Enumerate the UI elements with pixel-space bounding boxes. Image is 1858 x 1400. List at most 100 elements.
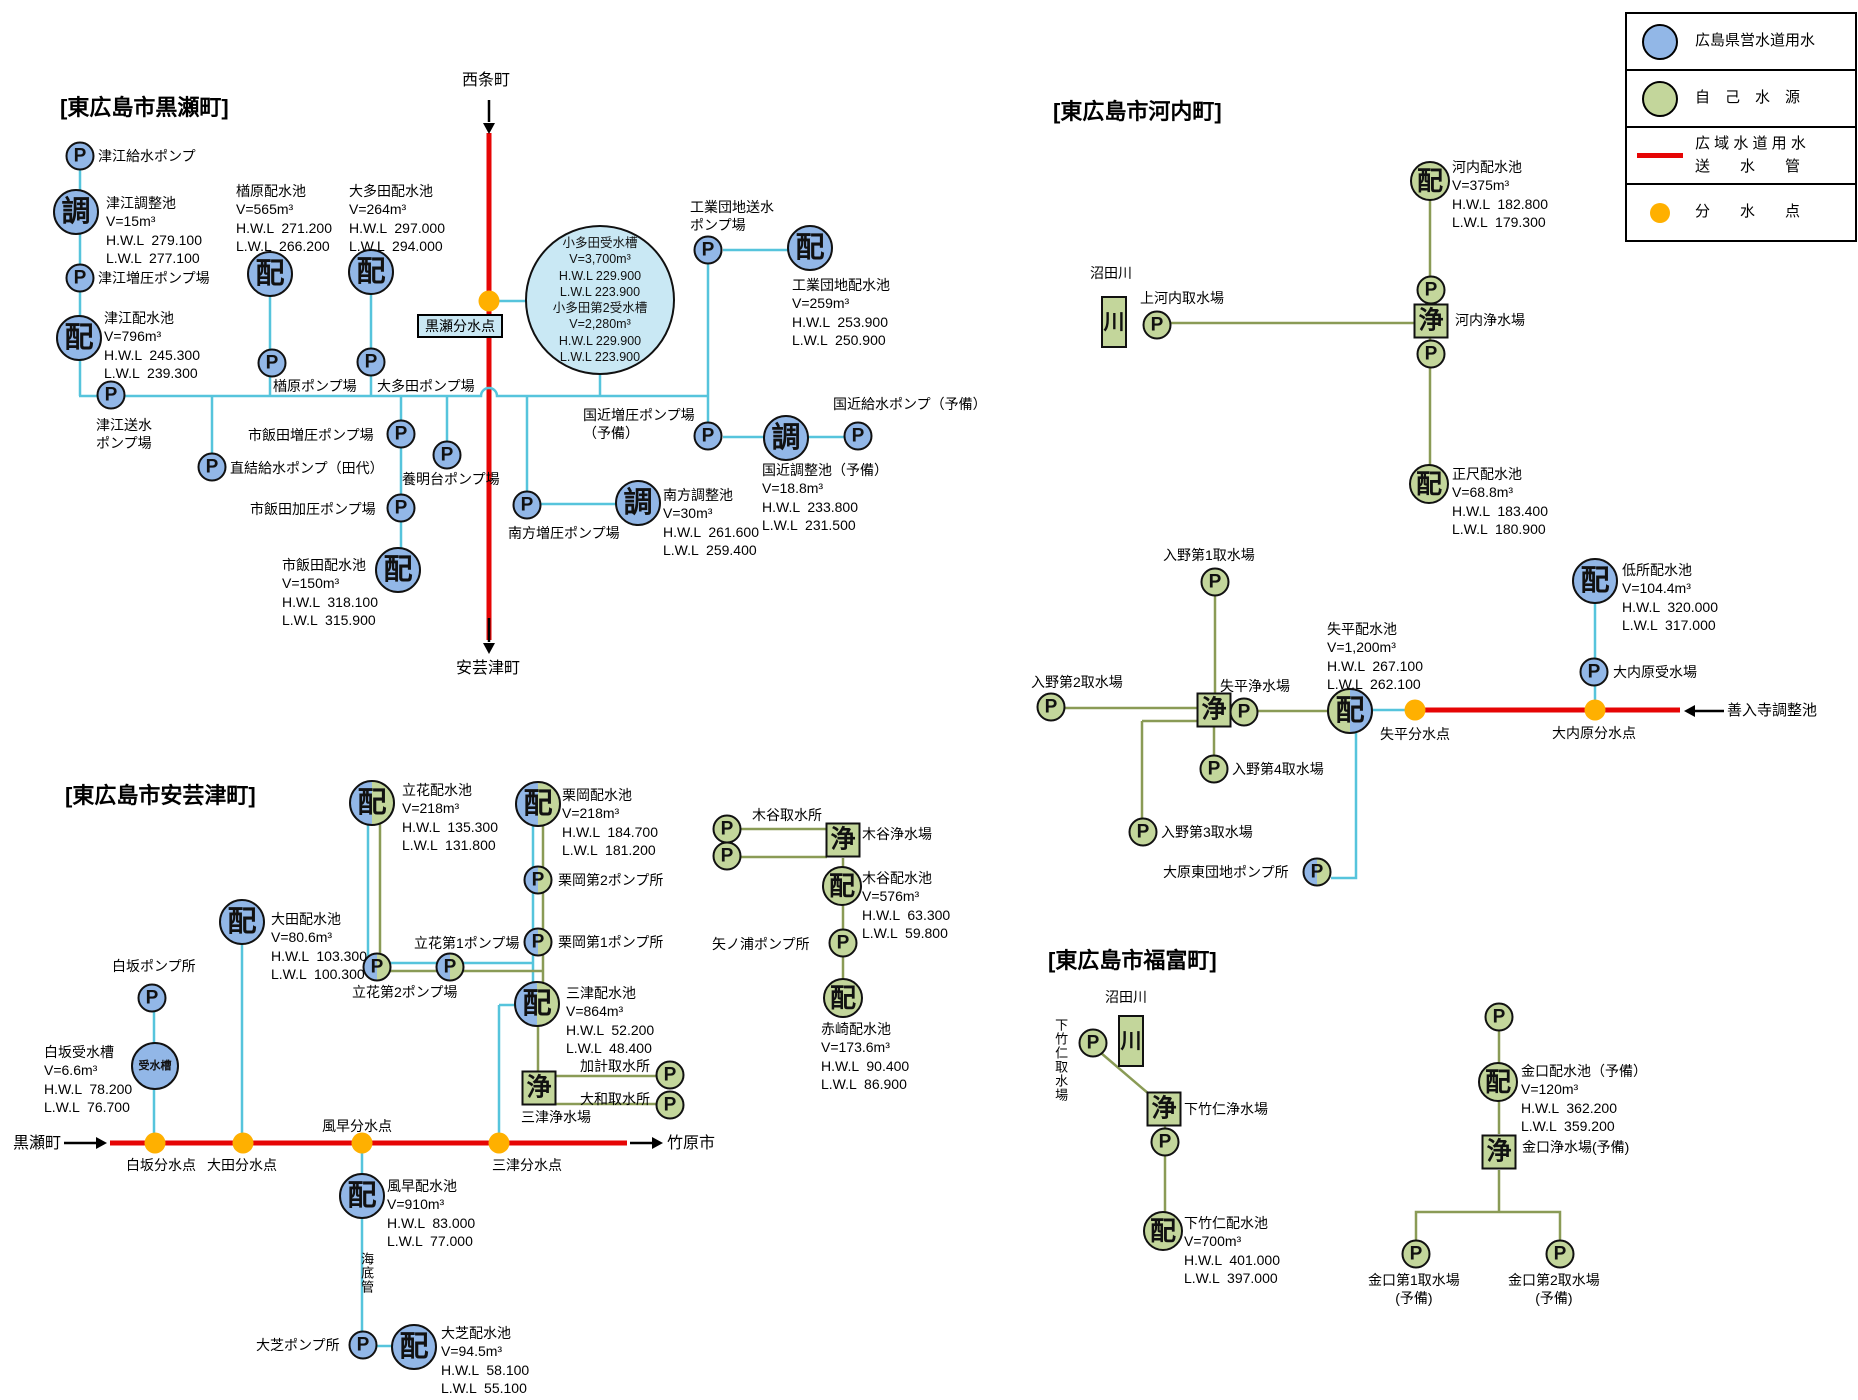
node-chokketsu-pump: P	[197, 452, 227, 482]
section-title-fukutomi: [東広島市福富町]	[1048, 948, 1217, 973]
trunk-main-icon	[1637, 153, 1683, 158]
label-shiida-zoatsu: 市飯田増圧ポンプ場	[248, 427, 374, 443]
own-source-icon	[1637, 80, 1683, 117]
label-kunichika-chosei: 国近調整池（予備） V=18.8m³ H.W.L 233.800 L.W.L 2…	[762, 462, 888, 534]
shirasaka-branch-dot	[144, 1132, 166, 1154]
label-kitani-haisui: 木谷配水池 V=576m³ H.W.L 63.300 L.W.L 59.800	[862, 870, 951, 942]
label-kurioka-haisui: 栗岡配水池 V=218m³ H.W.L 184.700 L.W.L 181.20…	[562, 787, 658, 859]
flow-arrow-lines	[64, 100, 1724, 1145]
label-kitani-intake: 木谷取水所	[752, 807, 822, 823]
node-yomeidai-pump: P	[432, 440, 462, 470]
node-kurioka1-pump: P	[523, 927, 553, 957]
node-irino3-intake: P	[1128, 817, 1158, 847]
node-kake-intake: P	[655, 1060, 685, 1090]
label-from-kurose: 黒瀬町	[13, 1135, 62, 1152]
label-yamato-intake: 大和取水所	[580, 1091, 650, 1107]
node-shirasaka-jusuiso: 受水槽	[131, 1042, 179, 1090]
label-shirasaka-jusuiso: 白坂受水槽 V=6.6m³ H.W.L 78.200 L.W.L 76.700	[44, 1044, 133, 1116]
node-kanaguchi1-intake: P	[1401, 1239, 1431, 1269]
label-ouchibara-branch: 大内原分水点	[1552, 725, 1636, 741]
label-tsue-zoatsu: 津江増圧ポンプ場	[98, 270, 210, 286]
node-shimotakeni-pump: P	[1150, 1127, 1180, 1157]
label-nanpo-chosei: 南方調整池 V=30m³ H.W.L 261.600 L.W.L 259.400	[663, 487, 759, 559]
node-kunichika-zoatsu-pump: P	[693, 421, 723, 451]
node-kazahaya-haisui: 配	[339, 1173, 385, 1219]
label-shippei-jousui: 失平浄水場	[1220, 678, 1290, 694]
label-kurioka1-pump: 栗岡第1ポンプ所	[558, 934, 664, 950]
label-shirasaka-pump: 白坂ポンプ所	[112, 958, 196, 974]
node-kogyo-sosui-pump: P	[693, 235, 723, 265]
label-kake-intake: 加計取水所	[580, 1058, 650, 1074]
label-shippei-branch: 失平分水点	[1380, 726, 1450, 742]
legend-row: 広島県営水道用水	[1627, 14, 1855, 69]
node-nanpo-zoatsu-pump: P	[512, 490, 542, 520]
label-teisho-haisui: 低所配水池 V=104.4m³ H.W.L 320.000 L.W.L 317.…	[1622, 562, 1718, 634]
label-nanpo-zoatsu: 南方増圧ポンプ場	[508, 525, 620, 541]
label-kanaguchi2-intake: 金口第2取水場 (予備)	[1508, 1272, 1600, 1307]
label-kaiteikan: 海底管	[359, 1252, 375, 1294]
node-kitani-intake1: P	[712, 814, 742, 844]
node-kochi-pump-upper: P	[1416, 275, 1446, 305]
label-kazahaya-branch: 風早分水点	[322, 1118, 392, 1134]
arrow-kurose-right	[96, 1137, 107, 1149]
numata-river-symbol-kochi: 川	[1101, 296, 1127, 348]
numata-river-symbol-fukutomi: 川	[1118, 1015, 1144, 1067]
node-nanpo-chosei: 調	[615, 480, 661, 526]
node-kitani-intake2: P	[712, 841, 742, 871]
legend: 広島県営水道用水 自 己 水 源 広 域 水 道 用 水送 水 管 分 水 点	[1625, 12, 1857, 242]
kurose-branch-tag: 黒瀬分水点	[417, 314, 503, 338]
label-irino3-intake: 入野第3取水場	[1161, 824, 1253, 840]
node-kanaguchi2-intake: P	[1545, 1239, 1575, 1269]
label-otada-haisui: 大多田配水池 V=264m³ H.W.L 297.000 L.W.L 294.0…	[349, 183, 445, 255]
label-shimotakeni-intake: 下竹仁取水場	[1053, 1018, 1069, 1102]
node-narahara-pump: P	[257, 348, 287, 378]
legend-row: 自 己 水 源	[1627, 69, 1855, 126]
node-yanoura-pump: P	[828, 928, 858, 958]
node-shirasaka-pump: P	[137, 983, 167, 1013]
arrow-akitsu-down	[483, 643, 495, 654]
label-mitsu-haisui: 三津配水池 V=864m³ H.W.L 52.200 L.W.L 48.400	[566, 985, 655, 1057]
node-oshiba-haisui: 配	[391, 1324, 437, 1370]
label-shoshaku-haisui: 正尺配水池 V=68.8m³ H.W.L 183.400 L.W.L 180.9…	[1452, 466, 1548, 538]
label-tsue-chosei: 津江調整池 V=15m³ H.W.L 279.100 L.W.L 277.100	[106, 195, 202, 267]
node-tsue-sosui-pump: P	[96, 380, 126, 410]
node-narahara-haisui: 配	[247, 251, 293, 297]
node-kochi-jousui: 浄	[1413, 303, 1449, 339]
node-shoshaku-haisui: 配	[1409, 464, 1449, 504]
legend-row: 広 域 水 道 用 水送 水 管	[1627, 126, 1855, 183]
section-title-akitsu: [東広島市安芸津町]	[65, 783, 256, 808]
node-kunichika-kyusui-pump: P	[843, 421, 873, 451]
prefectural-water-icon	[1637, 23, 1683, 60]
label-kitani-jousui: 木谷浄水場	[862, 826, 932, 842]
label-otada-pump: 大多田ポンプ場	[377, 378, 475, 394]
node-tachibana1-pump: P	[435, 952, 465, 982]
label-narahara-haisui: 楢原配水池 V=565m³ H.W.L 271.200 L.W.L 266.20…	[236, 183, 332, 255]
kurose-branch-dot	[478, 290, 500, 312]
node-akasaki-hais: 配	[823, 978, 863, 1018]
node-shimotakeni-intake: P	[1078, 1028, 1108, 1058]
label-mitsu-jousui: 三津浄水場	[521, 1109, 591, 1125]
label-irino1-intake: 入野第1取水場	[1163, 547, 1255, 563]
label-kochi-haisui: 河内配水池 V=375m³ H.W.L 182.800 L.W.L 179.30…	[1452, 159, 1548, 231]
node-irino4-intake: P	[1199, 754, 1229, 784]
node-shiida-zoatsu-pump: P	[386, 419, 416, 449]
node-kitani-jousui: 浄	[825, 822, 861, 858]
label-kunichika-zoatsu: 国近増圧ポンプ場 （予備）	[583, 407, 695, 442]
node-mitsu-jousui: 浄	[521, 1070, 557, 1106]
label-kunichika-kyusui: 国近給水ポンプ（予備）	[833, 396, 987, 412]
label-to-saijo: 西条町	[462, 72, 511, 89]
label-ouchibara-jusui: 大内原受水場	[1613, 664, 1697, 680]
node-shippei-pump: P	[1229, 697, 1259, 727]
node-kochi-pump-lower: P	[1416, 339, 1446, 369]
label-shiida-haisui: 市飯田配水池 V=150m³ H.W.L 318.100 L.W.L 315.9…	[282, 557, 378, 629]
label-kanaguchi1-intake: 金口第1取水場 (予備)	[1368, 1272, 1460, 1307]
label-kurioka2-pump: 栗岡第2ポンプ所	[558, 872, 664, 888]
section-title-kurose: [東広島市黒瀬町]	[60, 95, 229, 120]
node-ouchibara-jusui-pump: P	[1579, 657, 1609, 687]
node-tsue-zoatsu-pump: P	[65, 263, 95, 293]
label-tsue-sosui: 津江送水 ポンプ場	[96, 417, 152, 452]
label-numata-river-kochi: 沼田川	[1090, 265, 1132, 281]
node-shiida-haisui: 配	[375, 547, 421, 593]
legend-row: 分 水 点	[1627, 183, 1855, 240]
